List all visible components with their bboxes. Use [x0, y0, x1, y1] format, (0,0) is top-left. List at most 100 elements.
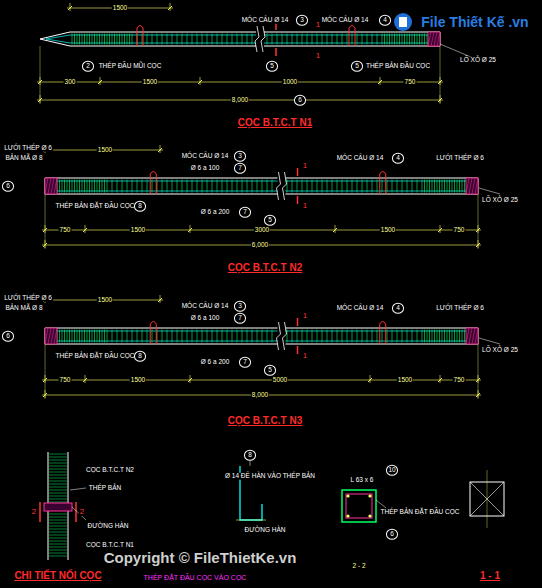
- callout-number: 10: [386, 465, 398, 476]
- stroke: [77, 180, 78, 193]
- stroke: [207, 180, 208, 193]
- stroke: [452, 330, 453, 343]
- stroke: [227, 34, 228, 45]
- stroke: [152, 34, 153, 45]
- stroke: [444, 180, 445, 193]
- outline: [236, 520, 266, 521]
- callout-number: 3: [234, 301, 246, 312]
- note-text: Ø 6 a 200: [200, 359, 231, 366]
- stroke: [49, 484, 67, 485]
- stroke: [362, 330, 363, 343]
- callout-number: 7: [234, 163, 246, 174]
- stroke: [407, 180, 408, 193]
- stroke: [317, 180, 318, 193]
- dimension-text: 750: [453, 227, 466, 234]
- stroke: [382, 34, 383, 45]
- stroke: [412, 330, 413, 343]
- dimension-text: 1500: [97, 297, 113, 304]
- stroke: [49, 463, 67, 464]
- stroke: [429, 180, 430, 193]
- note-text: THÉP ĐẶT ĐẦU CỌC VÀO CỌC: [143, 574, 248, 581]
- stroke: [42, 380, 481, 381]
- stroke: [54, 328, 57, 344]
- stroke: [198, 80, 202, 84]
- stroke: [272, 180, 273, 193]
- stroke: [277, 34, 278, 45]
- stroke: [297, 196, 299, 204]
- stroke: [342, 180, 343, 193]
- watermark: File Thiết Kế .vn: [420, 15, 529, 29]
- stroke: [387, 34, 388, 45]
- stroke: [49, 475, 67, 476]
- stroke: [352, 330, 353, 343]
- stroke: [431, 32, 434, 46]
- stroke: [137, 330, 138, 343]
- stroke: [397, 180, 398, 193]
- stroke: [317, 330, 318, 343]
- stroke: [167, 330, 168, 343]
- outline: [380, 322, 386, 325]
- stroke: [402, 34, 403, 45]
- stroke: [45, 328, 48, 344]
- stroke: [49, 496, 67, 497]
- stroke: [137, 180, 138, 193]
- stroke: [232, 330, 233, 343]
- note-text: THÉP BẢN ĐẶT ĐẦU CỌC: [55, 353, 136, 360]
- stroke: [409, 34, 410, 45]
- stroke: [442, 330, 443, 343]
- stroke: [312, 180, 313, 193]
- stroke: [402, 330, 403, 343]
- stroke: [192, 330, 193, 343]
- stroke: [327, 34, 328, 45]
- stroke: [379, 324, 380, 344]
- note-text: MÓC CẨU Ø 14: [181, 153, 230, 160]
- stroke: [49, 538, 67, 539]
- stroke: [427, 330, 428, 343]
- stroke: [370, 375, 371, 383]
- dimension-text: 3000: [254, 227, 270, 234]
- stroke: [337, 330, 338, 343]
- stroke: [182, 180, 183, 193]
- stroke: [397, 34, 398, 45]
- dimension-text: 2 - 2: [351, 563, 366, 570]
- stroke: [439, 330, 440, 343]
- outline: [137, 26, 143, 29]
- stroke: [49, 481, 67, 482]
- stroke: [104, 34, 105, 45]
- section-mark: 1: [302, 312, 308, 320]
- stroke: [40, 46, 41, 104]
- stroke: [412, 180, 413, 193]
- stroke: [297, 168, 299, 176]
- stroke: [156, 324, 157, 344]
- stroke: [64, 180, 65, 193]
- stroke: [357, 180, 358, 193]
- stroke: [247, 34, 248, 45]
- stroke: [207, 330, 208, 343]
- stroke: [389, 34, 390, 45]
- stroke: [417, 330, 418, 343]
- stroke: [158, 148, 162, 152]
- stroke: [424, 330, 425, 343]
- stroke: [51, 328, 54, 344]
- stroke: [85, 375, 86, 383]
- stroke: [67, 180, 68, 193]
- stroke: [367, 330, 368, 343]
- stroke: [87, 34, 88, 45]
- dimension-text: 5000: [272, 377, 288, 384]
- stroke: [287, 34, 288, 45]
- stroke: [292, 330, 293, 343]
- stroke: [112, 34, 113, 45]
- stroke: [49, 478, 67, 479]
- stroke: [439, 180, 440, 193]
- stroke: [440, 375, 441, 383]
- stroke: [190, 375, 191, 383]
- stroke: [247, 330, 248, 343]
- stroke: [162, 330, 163, 343]
- callout-number: 3: [296, 15, 308, 26]
- stroke: [272, 34, 273, 45]
- stroke: [157, 34, 158, 45]
- drawing-title: CỌC B.T.C.T N1: [237, 118, 313, 128]
- stroke: [188, 378, 192, 382]
- stroke: [475, 178, 478, 194]
- stroke: [152, 330, 153, 343]
